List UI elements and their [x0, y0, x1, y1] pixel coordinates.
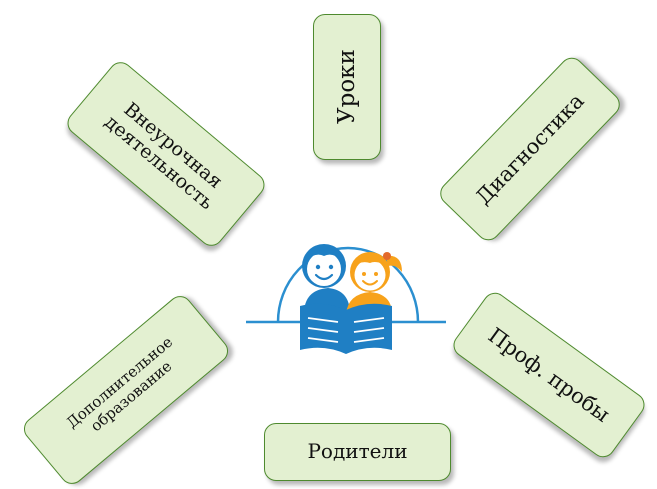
box-lessons: Уроки: [313, 14, 381, 160]
box-parents: Родители: [264, 423, 451, 481]
box-prof-trials: Проф. пробы: [448, 288, 650, 462]
box-diagnostics-label: Диагностика: [470, 88, 589, 209]
box-extracurricular: Внеурочная деятельность: [62, 57, 270, 251]
box-diagnostics: Диагностика: [435, 52, 625, 246]
boy-icon: [302, 244, 350, 314]
box-additional-education-label: Дополнительное образование: [63, 333, 177, 436]
box-lessons-label: Уроки: [333, 49, 360, 125]
children-reading-book-logo: [246, 244, 446, 354]
box-additional-education: Дополнительное образование: [19, 291, 233, 489]
box-prof-trials-label: Проф. пробы: [484, 322, 615, 427]
box-extracurricular-label: Внеурочная деятельность: [100, 97, 227, 215]
box-parents-label: Родители: [307, 439, 408, 464]
logo-arc: [276, 246, 420, 323]
book-icon: [300, 303, 392, 354]
